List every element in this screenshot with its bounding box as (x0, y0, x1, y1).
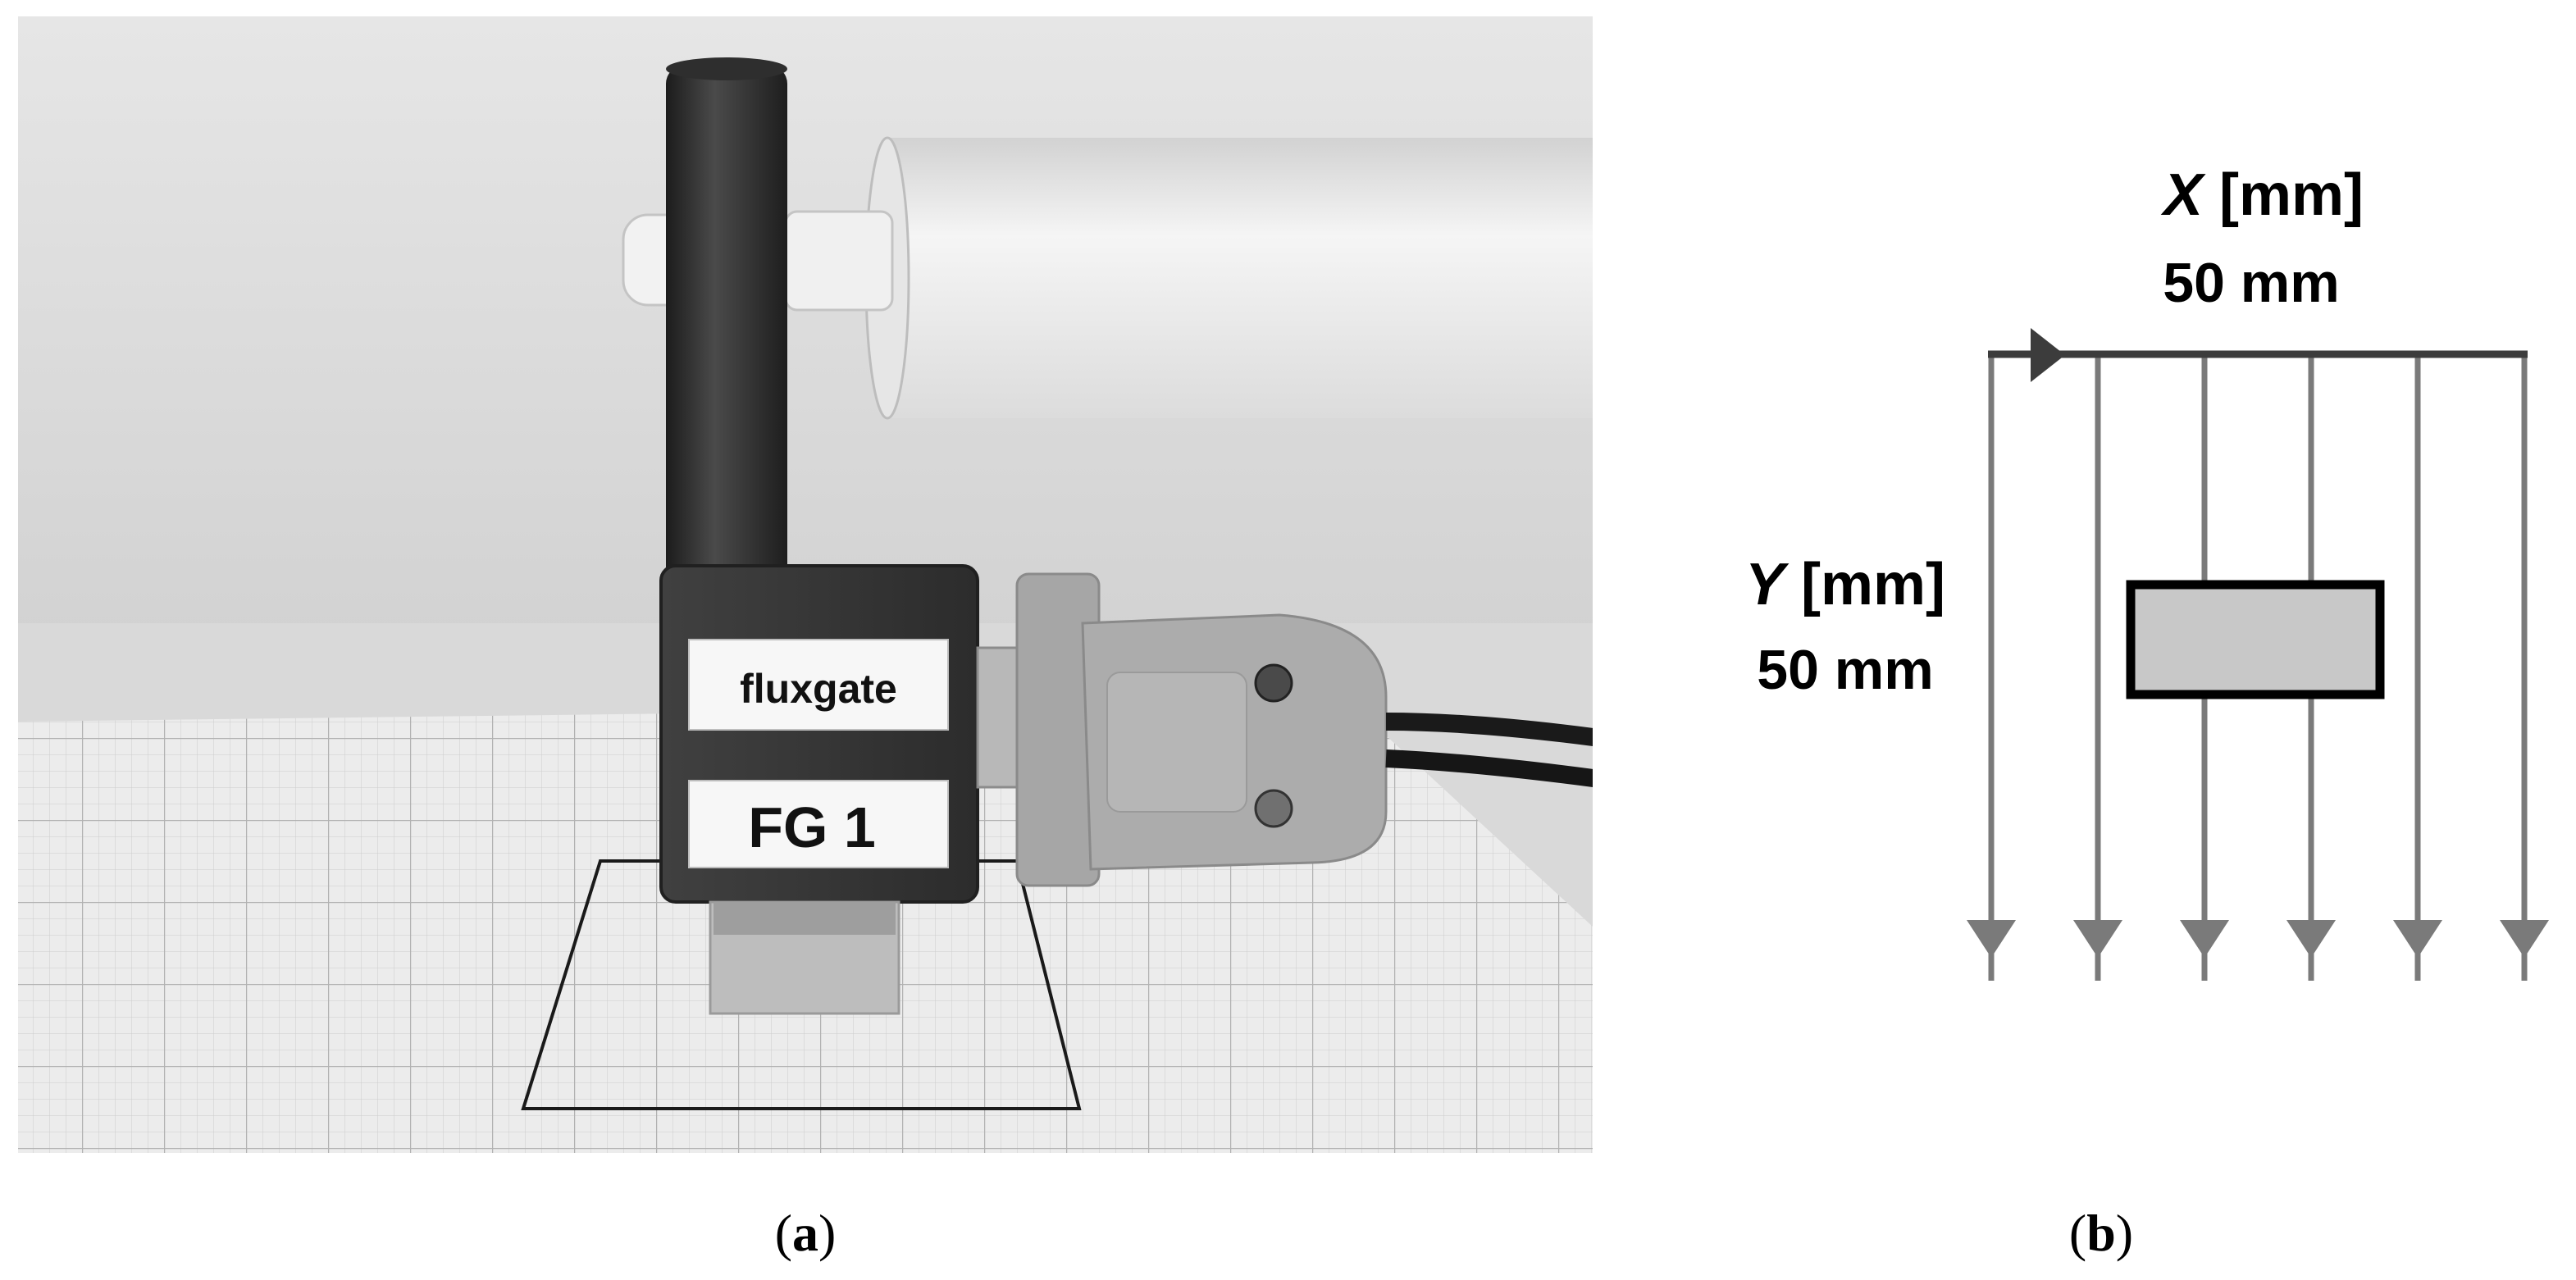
y-axis-var: Y (1745, 552, 1790, 617)
caption-a-letter: a (792, 1204, 818, 1262)
panel-b-scan-diagram: X [mm] 50 mm Y [mm] 50 mm (1745, 162, 2549, 981)
x-axis-title: X [mm] (2160, 162, 2364, 228)
label-fluxgate: fluxgate (740, 666, 897, 712)
screw-lower-icon (1254, 789, 1293, 828)
label-fg1: FG 1 (748, 795, 876, 859)
scan-arrow-icon-3 (2180, 920, 2229, 958)
caption-a-open: ( (775, 1204, 792, 1262)
caption-b-open: ( (2069, 1204, 2086, 1262)
scan-arrow-icon-1 (1967, 920, 2016, 958)
scan-arrow-icon-5 (2393, 920, 2442, 958)
caption-b-letter: b (2086, 1204, 2116, 1262)
scan-arrow-icon-4 (2286, 920, 2336, 958)
x-axis-unit: [mm] (2203, 162, 2364, 228)
y-axis-title: Y [mm] (1745, 552, 1945, 617)
sensor-rod (666, 66, 787, 590)
x-axis-var: X (2160, 162, 2206, 228)
scan-lines (1967, 354, 2549, 981)
nylon-nut (784, 210, 894, 312)
cable-upper (1385, 713, 1593, 747)
panel-a-photo: fluxgate FG 1 (18, 16, 1593, 1153)
screw-upper-icon (1254, 663, 1293, 703)
y-axis-length: 50 mm (1757, 639, 1933, 701)
caption-a-close: ) (818, 1204, 836, 1262)
top-arrow-icon (2031, 328, 2065, 382)
sample-outline (2126, 580, 2385, 699)
scan-arrow-icon-2 (2073, 920, 2122, 958)
support-tube (886, 138, 1593, 418)
sensor-rod-top (666, 57, 787, 80)
x-axis-length: 50 mm (2163, 252, 2339, 314)
caption-a: (a) (775, 1204, 837, 1262)
y-axis-unit: [mm] (1785, 552, 1945, 617)
label-fluxgate-bg (688, 639, 949, 731)
scan-arrow-icon-6 (2500, 920, 2549, 958)
caption-b: (b) (2069, 1204, 2133, 1262)
dsub-hood-inset (1106, 672, 1247, 813)
caption-b-close: ) (2116, 1204, 2133, 1262)
magnet-base (714, 902, 896, 935)
cable-lower (1385, 749, 1593, 788)
label-fg1-bg (688, 780, 949, 868)
